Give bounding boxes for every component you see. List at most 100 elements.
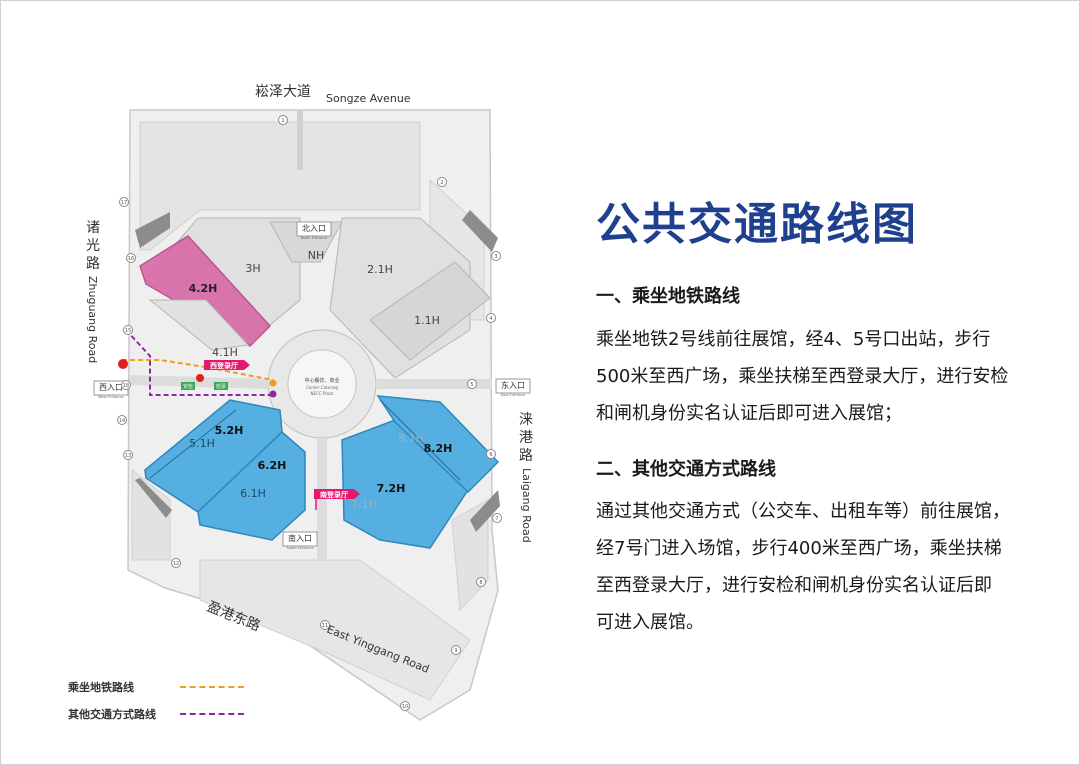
gate-marker [486,449,496,459]
hall-label: 7.1H [351,498,377,511]
road-east-en: Laigang Road [520,468,533,543]
gate-number: 3 [494,254,497,260]
side-bar-sw [135,478,172,518]
hall-6-blue [197,430,306,541]
hall-label: 7.2H [377,482,406,495]
gate-number: 7 [495,516,498,522]
metro-route-line: 乘坐地铁2号线前往展馆，经4、5号口出站，步行 [596,329,991,350]
gate-number: 14 [119,418,125,424]
gate-marker [171,558,181,568]
other-route-line: 至西登录大厅，进行安检和闸机身份实名认证后即 [596,575,992,596]
road-west-en: Zhuguang Road [86,276,99,363]
hall-label: 4.2H [189,282,218,295]
gate-number: 8 [479,580,482,586]
gate-number: 18 [123,383,129,389]
side-bar-ne [462,210,498,252]
page-title: 公共交通路线图 [596,199,918,250]
other-route-section: 二、其他交通方式路线 通过其他交通方式（公交车、出租车等）前往展馆， 经7号门进… [596,455,1066,641]
road-east-cn-2: 港 [519,430,533,446]
north-block [139,121,421,251]
side-bar-se [470,490,500,532]
gate-number: 15 [125,328,131,334]
gate-number: 1 [281,118,284,124]
gate-marker [486,313,496,323]
road-east-cn-3: 路 [519,448,533,464]
hall-4-1h-block [148,299,250,351]
southwest-block [131,468,171,561]
south-entrance-box [282,531,318,547]
metro-route-heading: 一、乘坐地铁路线 [596,286,740,307]
gate-marker [467,379,477,389]
hall-8-blue [376,395,500,494]
hall-label: 4.1H [212,346,238,359]
road-west-cn-1: 诸 [86,220,100,236]
other-route-line [125,329,273,396]
plaza-label-cn: 中心餐饮、商业 [304,377,339,384]
gate-number: 4 [489,316,492,322]
hall-label: NH [308,249,325,262]
plaza-label-en1: Center Catering [306,385,338,390]
hall-8-divider [379,399,461,481]
gate-marker [121,380,131,390]
hall-label: 3H [245,262,260,275]
south-lobby-tag: 南登录厅 [320,490,348,499]
legend-metro: 乘坐地铁路线 [68,679,244,695]
west-lobby-tag: 西登录厅 [210,361,238,370]
venue-map: 安检 检票 西登录厅 南登录厅 北入口 North Entrance 南入口 S… [86,84,533,721]
gate-marker [123,450,133,460]
south-lobby-tag-bg [314,489,360,499]
road-west-cn-2: 光 [86,238,100,254]
north-entrance-en: North Entrance [301,236,328,240]
gate-marker [476,577,486,587]
metro-exit-icon [196,374,204,382]
legend-metro-label: 乘坐地铁路线 [68,681,134,694]
legend-metro-dash [180,686,244,688]
gate-number: 17 [121,200,127,206]
north-entrance-cn: 北入口 [302,224,326,233]
metro-tag-ticket: 检票 [216,383,226,390]
hall-1-1h-block [369,261,491,361]
other-route-line: 通过其他交通方式（公交车、出租车等）前往展馆， [596,501,1010,522]
other-route-end [269,390,277,398]
gate-number: 5 [470,382,473,388]
south-block [199,559,471,701]
metro-tag-security-box [181,382,195,390]
legend-other: 其他交通方式路线 [68,706,244,722]
gate-number: 9 [454,648,457,654]
road-west-cn-3: 路 [86,256,100,272]
other-route-text: 通过其他交通方式（公交车、出租车等）前往展馆， 经7号门进入场馆，步行400米至… [596,493,1066,641]
road-north-cn: 崧泽大道 [255,84,311,100]
metro-tag-ticket-box [214,382,228,390]
west-entrance-en: West Entrance [98,395,123,399]
gate-marker [126,253,136,263]
south-entrance-en: South Entrance [287,546,314,550]
hall-label: 6.2H [258,459,287,472]
gate-marker [119,197,129,207]
hall-label: 2.1H [367,263,393,276]
gate-marker [320,620,330,630]
east-entrance-cn: 东入口 [501,380,525,390]
metro-route-line [122,359,274,381]
road-north-en: Songze Avenue [326,92,411,105]
hall-label: 5.2H [215,424,244,437]
gate-marker [117,415,127,425]
metro-route-end [269,379,277,387]
metro-route-section: 一、乘坐地铁路线 乘坐地铁2号线前往展馆，经4、5号口出站，步行 500米至西广… [596,282,1066,432]
gate-number: 6 [489,452,492,458]
gate-marker [491,251,501,261]
hall-label: 5.1H [189,437,215,450]
side-bar-nw [135,212,170,248]
metro-route-line: 和闸机身份实名认证后即可进入展馆； [596,403,902,424]
hall-label: 6.1H [240,487,266,500]
road-east-cn-1: 涞 [519,412,533,428]
metro-route-line: 500米至西广场，乘坐扶梯至西登录大厅，进行安检 [596,366,1009,387]
gate-marker [400,701,410,711]
metro-tag-security: 安检 [183,383,193,390]
gate-marker [451,645,461,655]
other-route-heading: 二、其他交通方式路线 [596,459,776,480]
west-entrance-cn: 西入口 [99,383,123,392]
legend-other-label: 其他交通方式路线 [68,708,156,721]
east-entrance-box [495,378,531,394]
metro-station-icon [118,359,128,369]
